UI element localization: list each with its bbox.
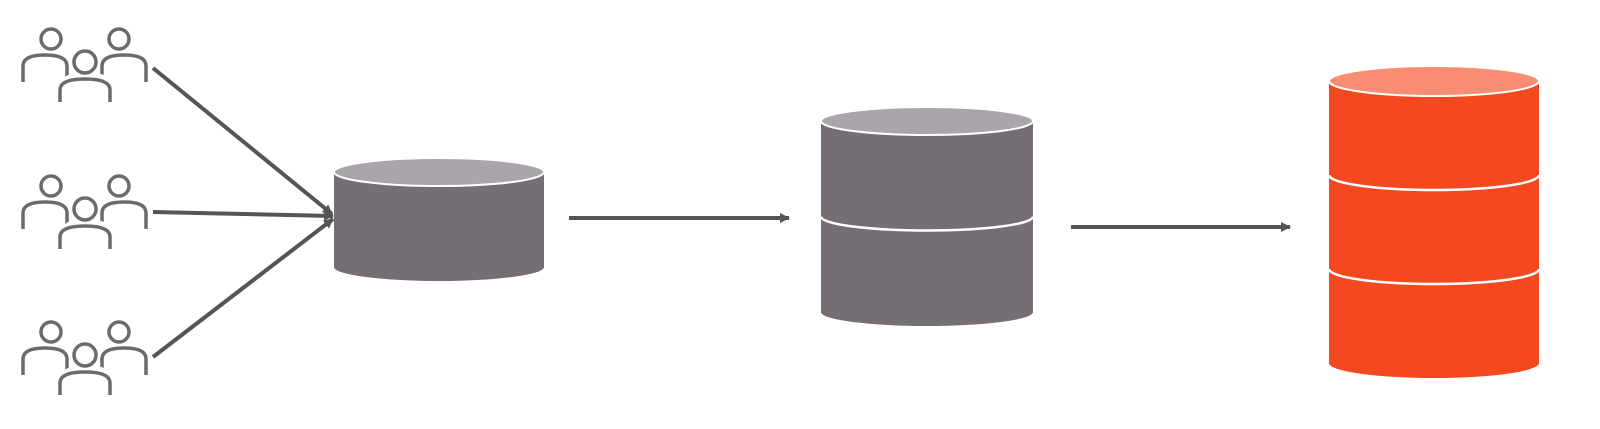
database-segment-line [1327,174,1541,192]
arrow-user-group-2-to-database-1 [152,210,334,221]
person-icon [21,174,69,229]
person-icon [58,196,112,249]
user-group-icon [21,320,148,395]
database-segment-line [819,216,1035,232]
user-group-icon [21,27,148,102]
person-icon [58,342,112,395]
arrows-layer [151,66,1291,359]
person-icon [100,174,148,229]
database-body [821,121,1033,326]
user-group-icon [21,174,148,249]
database-segment-line [1327,268,1541,286]
database-1-database-icon [333,157,545,281]
arrow-user-group-1-to-database-1 [151,66,334,216]
person-icon [100,27,148,82]
person-icon [58,49,112,102]
database-2-database-icon [819,106,1035,326]
person-icon [21,27,69,82]
database-top [1328,65,1540,97]
database-top [820,106,1034,136]
database-3-database-icon [1327,65,1541,378]
database-body [1329,81,1539,378]
user-groups-layer [21,27,148,395]
arrow-user-group-3-to-database-1 [151,217,335,359]
database-body [334,172,544,281]
person-icon [21,320,69,375]
person-icon [100,320,148,375]
database-top [333,157,545,187]
databases-layer [333,65,1541,378]
